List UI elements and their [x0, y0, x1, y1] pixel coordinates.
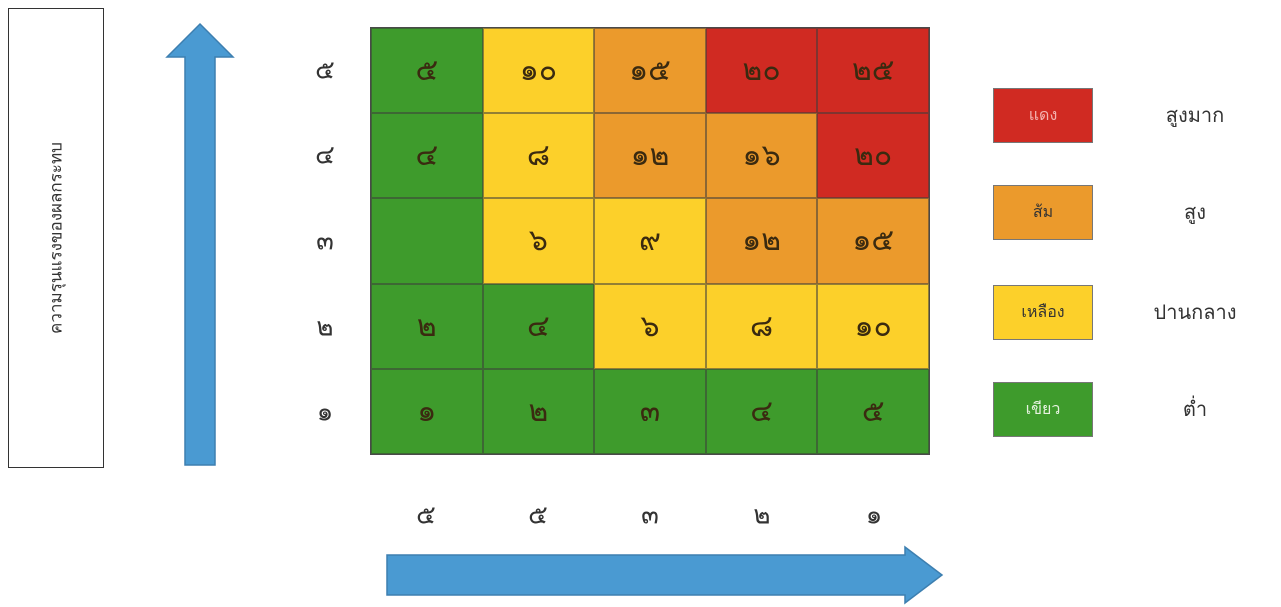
legend-swatch: แดง: [993, 88, 1093, 143]
legend-label: สูงมาก: [1165, 103, 1225, 127]
x-tick-label: ๑: [865, 500, 883, 531]
matrix-cell: ๑: [371, 368, 483, 454]
matrix-cell: ๕: [371, 28, 483, 114]
legend-swatch: ส้ม: [993, 185, 1093, 240]
x-tick-label: ๕: [416, 500, 436, 531]
matrix-cell: ๓: [594, 368, 706, 454]
matrix-cell: ๔: [371, 113, 483, 199]
legend-label: ปานกลาง: [1153, 300, 1237, 324]
matrix-cell: ๑๐: [482, 28, 595, 114]
y-tick-label: ๓: [316, 226, 334, 257]
matrix-cell: ๑๕: [817, 198, 929, 284]
legend-swatch: เหลือง: [993, 285, 1093, 340]
y-arrow-shape: [165, 22, 235, 466]
x-tick-label: ๒: [753, 500, 771, 531]
y-axis-label-box: ความรุนแรงของผลกระทบ: [8, 8, 104, 468]
matrix-cell: ๑๒: [594, 113, 706, 199]
y-tick-label: ๑: [316, 397, 334, 428]
matrix-cell: ๕: [817, 368, 929, 454]
matrix-cell: ๖: [482, 198, 595, 284]
y-tick-label: ๒: [316, 312, 334, 343]
matrix-cell: ๒๐: [817, 113, 929, 199]
matrix-cell: ๒: [482, 368, 595, 454]
matrix-cell: ๑๐: [817, 283, 929, 369]
matrix-cell: ๒๐: [705, 28, 818, 114]
matrix-cell: ๑๖: [705, 113, 818, 199]
matrix-cell: ๑๕: [594, 28, 706, 114]
matrix-cell: ๙: [594, 198, 706, 284]
y-tick-label: ๕: [315, 55, 335, 86]
matrix-cell: ๘: [482, 113, 595, 199]
risk-matrix: ๕๑๐๑๕๒๐๒๕๔๘๑๒๑๖๒๐๖๙๑๒๑๕๒๔๖๘๑๐๑๒๓๔๕: [370, 27, 930, 455]
legend-swatch: เขียว: [993, 382, 1093, 437]
y-tick-label: ๔: [315, 140, 335, 171]
x-tick-label: ๓: [641, 500, 659, 531]
x-axis-right-arrow-icon: [386, 545, 944, 605]
x-arrow-shape: [386, 545, 944, 605]
matrix-cell: ๔: [705, 368, 818, 454]
matrix-cell: ๑๒: [705, 198, 818, 284]
matrix-cell: [371, 198, 483, 284]
matrix-cell: ๖: [594, 283, 706, 369]
matrix-cell: ๘: [705, 283, 818, 369]
legend-label: สูง: [1184, 200, 1206, 224]
matrix-cell: ๒: [371, 283, 483, 369]
matrix-cell: ๒๕: [817, 28, 929, 114]
x-tick-label: ๕: [528, 500, 548, 531]
matrix-cell: ๔: [482, 283, 595, 369]
y-axis-up-arrow-icon: [165, 22, 235, 466]
legend-label: ต่ำ: [1182, 397, 1208, 421]
y-axis-label: ความรุนแรงของผลกระทบ: [46, 142, 67, 334]
